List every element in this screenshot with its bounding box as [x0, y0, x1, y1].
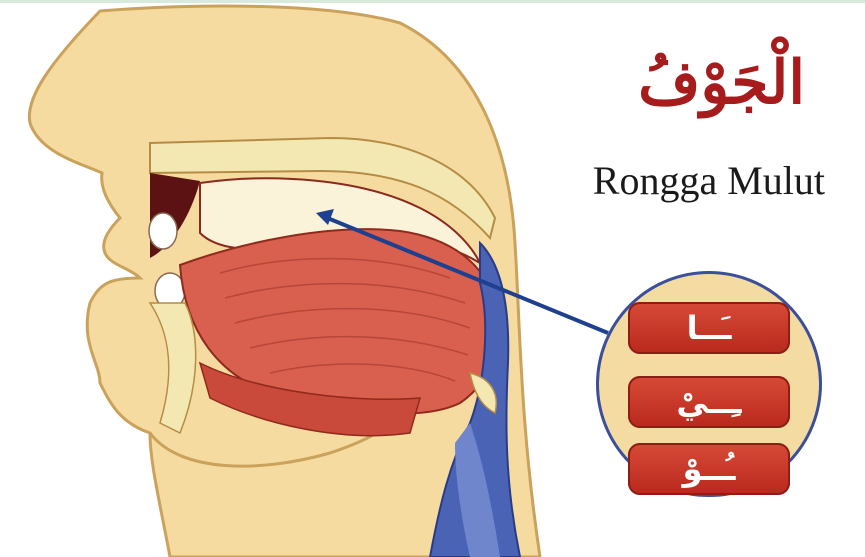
title-arabic: الْجَوْفُ	[638, 53, 805, 113]
letter-waw-damma: ـُــوْ	[628, 443, 790, 495]
title-latin: Rongga Mulut	[593, 161, 825, 201]
letter-alif-fatha: ـَــا	[628, 302, 790, 354]
letter-ya-kasra: ـِــيْ	[628, 376, 790, 428]
